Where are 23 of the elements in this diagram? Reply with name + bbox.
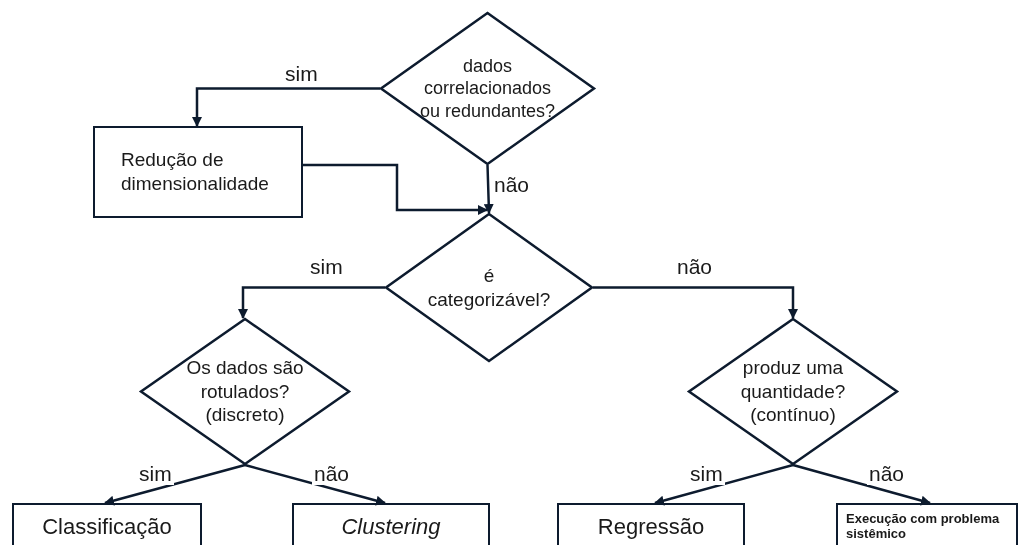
arrow — [238, 286, 385, 319]
process-text: Execução com problema sistêmico — [846, 512, 1001, 542]
arrow — [654, 463, 794, 506]
process-text: Redução de dimensionalidade — [121, 148, 270, 196]
process-box — [93, 126, 303, 218]
decision-text: Os dados são rotulados? (discreto) — [185, 355, 305, 428]
decision-text: produz uma quantidade? (contínuo) — [739, 355, 847, 428]
process-text: Regressão — [597, 513, 705, 541]
arrow — [792, 463, 931, 506]
arrow — [192, 87, 380, 127]
arrow — [104, 463, 246, 506]
arrow — [593, 286, 798, 319]
arrow — [483, 164, 494, 214]
process-box — [557, 503, 745, 545]
process-box — [292, 503, 490, 545]
process-text: Classificação — [42, 513, 172, 541]
process-text: Clustering — [341, 513, 441, 541]
arrow — [303, 163, 488, 215]
decision-text: dados correlacionados ou redundantes? — [418, 54, 557, 123]
process-box — [836, 503, 1018, 545]
process-box — [12, 503, 202, 545]
decision-text: é categorizável? — [426, 263, 552, 312]
arrow — [244, 463, 386, 506]
